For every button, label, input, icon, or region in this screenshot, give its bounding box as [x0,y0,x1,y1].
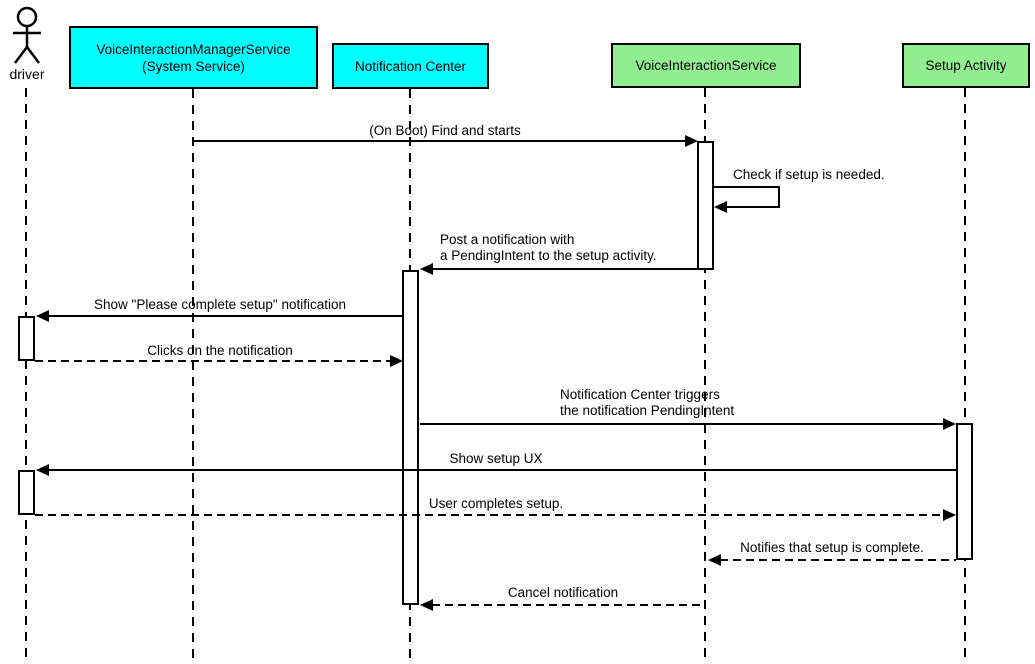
activation-driver-2 [18,470,35,515]
message-5-arrowhead-icon [390,355,403,367]
lifeline-voice-interaction-service [704,88,706,660]
message-4-line [48,315,403,317]
message-10-arrowhead-icon [420,599,433,611]
message-2-line-bottom [727,206,780,208]
actor-icon [13,6,41,64]
message-7-arrowhead-icon [36,464,49,476]
participant-voice-interaction-service: VoiceInteractionService [611,43,801,88]
message-7-label: Show setup UX [449,451,543,466]
activation-driver-1 [18,316,35,361]
message-6-arrowhead-icon [943,418,956,430]
participant-voice-interaction-manager-service: VoiceInteractionManagerService (System S… [69,26,318,89]
lifeline-driver [25,88,27,660]
message-6-line [420,423,944,425]
participant-driver-label: driver [9,66,45,82]
participant-notification-center: Notification Center [332,43,489,89]
message-2-line-top [714,186,780,188]
message-1-label: (On Boot) Find and starts [369,123,521,138]
message-8-line [35,514,943,516]
message-3-arrowhead-icon [420,263,433,275]
message-4-label: Show "Please complete setup" notificatio… [94,297,346,312]
activation-setup-activity [956,423,973,560]
message-10-label: Cancel notification [507,585,619,600]
message-9-label: Notifies that setup is complete. [740,540,924,555]
message-2-label: Check if setup is needed. [733,167,885,182]
message-4-arrowhead-icon [36,310,49,322]
message-9-arrowhead-icon [708,554,721,566]
activation-voice-interaction-service [697,141,714,270]
activation-notification-center [402,270,419,605]
message-7-line [48,469,956,471]
message-8-label: User completes setup. [428,496,564,511]
participant-setup-activity: Setup Activity [902,43,1030,88]
message-1-line [193,140,685,142]
lifeline-voice-interaction-manager-service [192,89,194,660]
message-3-line [432,268,698,270]
message-1-arrowhead-icon [685,135,698,147]
message-5-line [35,360,391,362]
message-3-label: Post a notification with a PendingIntent… [440,232,657,263]
message-5-label: Clicks on the notification [147,343,293,358]
message-2-line-side [778,186,780,208]
message-9-line [720,559,956,561]
message-2-arrowhead-icon [714,201,727,213]
message-10-line [432,604,706,606]
message-8-arrowhead-icon [943,509,956,521]
message-6-label: Notification Center triggers the notific… [560,387,735,418]
lifeline-setup-activity [964,88,966,660]
